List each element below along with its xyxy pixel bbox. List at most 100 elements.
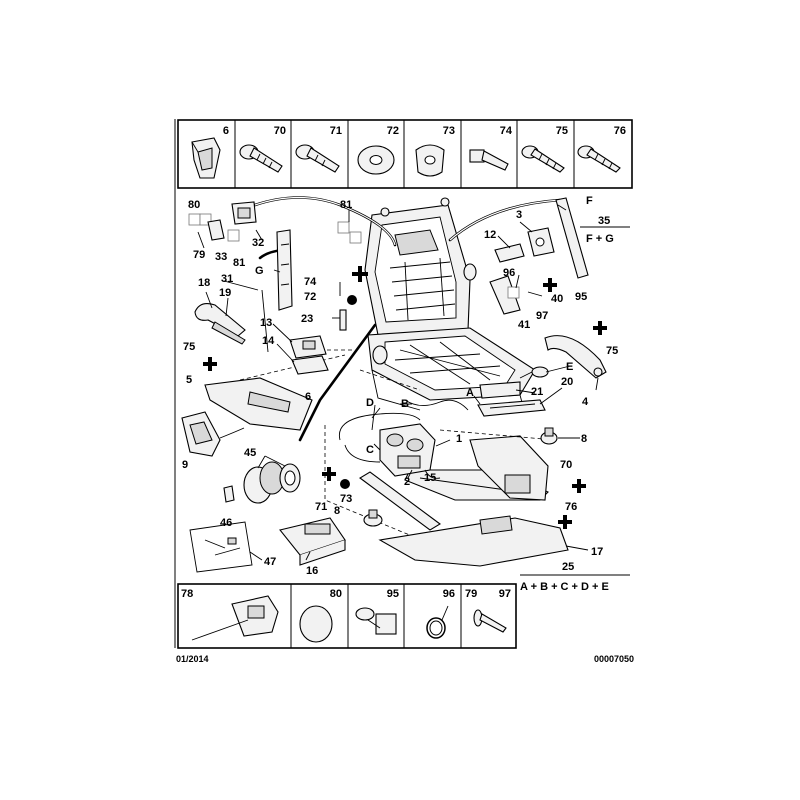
nut-part-72 xyxy=(347,295,357,305)
part-21 xyxy=(479,381,521,399)
washer-part-72 xyxy=(357,145,395,175)
seat-cushion-frame xyxy=(367,327,536,411)
small-part-80 xyxy=(188,213,225,241)
callout-73b: 73 xyxy=(340,493,352,505)
callout-1: 1 xyxy=(456,433,462,445)
callout-C: C xyxy=(366,444,374,456)
callout-72: 72 xyxy=(304,291,316,303)
knob-part-45 xyxy=(243,461,301,504)
motor-part-E xyxy=(519,366,549,379)
top-cell-label-72: 72 xyxy=(387,125,399,137)
callout-96: 96 xyxy=(503,267,515,279)
callout-14: 14 xyxy=(262,335,275,347)
callout-D: D xyxy=(366,397,374,409)
top-cell-label-76: 76 xyxy=(614,125,626,137)
wiring-part-47 xyxy=(189,521,253,573)
callout-3: 3 xyxy=(516,209,522,221)
callout-21: 21 xyxy=(531,386,543,398)
callout-80: 80 xyxy=(188,199,200,211)
lever-part-18 xyxy=(194,303,246,345)
callout-6b: 6 xyxy=(305,391,311,403)
callout-F: F xyxy=(586,195,593,207)
harness-C xyxy=(338,412,421,441)
clip-part-81b xyxy=(337,221,362,244)
top-parts-strip: 6 70 71 72 73 74 75 76 xyxy=(177,119,633,189)
side-cover-part-5 xyxy=(204,377,313,431)
bolt-part-74 xyxy=(469,149,509,171)
bottom-parts-strip: 78 80 95 96 79 97 xyxy=(177,583,517,649)
bottom-cell-label-96: 96 xyxy=(443,588,455,600)
bottom-cell-label-78: 78 xyxy=(181,588,193,600)
callout-19: 19 xyxy=(219,287,231,299)
part-46 xyxy=(223,485,235,503)
switch-part-13 xyxy=(289,335,327,359)
callout-A: A xyxy=(466,387,474,399)
control-module-part-9 xyxy=(181,411,245,457)
plate-part-73 xyxy=(415,144,445,177)
callout-75b: 75 xyxy=(606,345,618,357)
callout-12: 12 xyxy=(484,229,496,241)
side-rail-G xyxy=(276,229,293,311)
callout-5: 5 xyxy=(186,374,192,386)
rail-part-20 xyxy=(477,399,546,417)
callout-97: 97 xyxy=(536,310,548,322)
callout-45: 45 xyxy=(244,447,256,459)
top-cell-label-74: 74 xyxy=(500,125,513,137)
exploded-view: 80 79 33 81 32 81 3 F 35 F + G 12 96 40 … xyxy=(181,195,630,593)
callout-8a: 8 xyxy=(581,433,587,445)
bolt-part-12 xyxy=(494,243,525,263)
screw-part-76 xyxy=(577,145,621,173)
rod-part-31 xyxy=(261,289,269,353)
bottom-cell-label-80: 80 xyxy=(330,588,342,600)
callout-G: G xyxy=(255,265,264,277)
callouts: 80 79 33 81 32 81 3 F 35 F + G 12 96 40 … xyxy=(182,195,618,593)
top-cell-label-6: 6 xyxy=(223,125,229,137)
callout-33: 33 xyxy=(215,251,227,263)
top-cell-label-71: 71 xyxy=(330,125,342,137)
footer-ref-number: 00007050 xyxy=(594,654,634,664)
callout-9: 9 xyxy=(182,459,188,471)
callout-20: 20 xyxy=(561,376,573,388)
stud-part-95 xyxy=(355,607,397,635)
callout-70b: 70 xyxy=(560,459,572,471)
callout-8b: 8 xyxy=(334,505,340,517)
leader-lines xyxy=(197,204,630,576)
callout-95: 95 xyxy=(575,291,587,303)
top-cell-label-75: 75 xyxy=(556,125,568,137)
callout-25: 25 xyxy=(562,561,574,573)
bracket-part-8a xyxy=(540,427,558,445)
motor-assembly-part-1 xyxy=(379,423,436,477)
callout-74: 74 xyxy=(304,276,317,288)
tray-part-17 xyxy=(378,515,569,567)
callout-F-plus-G: F + G xyxy=(586,233,614,245)
bottom-cell-label-79: 79 xyxy=(465,588,477,600)
cap-part-80 xyxy=(299,605,333,643)
clip-part-6 xyxy=(191,137,221,179)
callout-81b: 81 xyxy=(340,199,352,211)
callout-16: 16 xyxy=(306,565,318,577)
callout-46: 46 xyxy=(220,517,232,529)
callout-35: 35 xyxy=(598,215,610,227)
callout-B: B xyxy=(401,398,409,410)
callout-79: 79 xyxy=(193,249,205,261)
bolt-part-70 xyxy=(239,144,283,173)
callout-4: 4 xyxy=(582,396,589,408)
latch-part-78 xyxy=(191,595,279,641)
callout-23: 23 xyxy=(301,313,313,325)
bar-part-F xyxy=(555,197,589,279)
callout-71b: 71 xyxy=(315,501,327,513)
bottom-strip-frame xyxy=(177,583,517,649)
callout-76b: 76 xyxy=(565,501,577,513)
cable-harness-left xyxy=(298,323,377,442)
callout-41: 41 xyxy=(518,319,530,331)
plus-markers xyxy=(203,266,607,529)
bottom-cell-label-95: 95 xyxy=(387,588,399,600)
top-cell-label-73: 73 xyxy=(443,125,455,137)
rivet-part-97 xyxy=(473,609,507,633)
bottom-cell-label-97: 97 xyxy=(499,588,511,600)
callout-40: 40 xyxy=(551,293,563,305)
lever-part-4 xyxy=(544,335,607,379)
screw-part-75 xyxy=(521,145,565,173)
top-cell-label-70: 70 xyxy=(274,125,286,137)
